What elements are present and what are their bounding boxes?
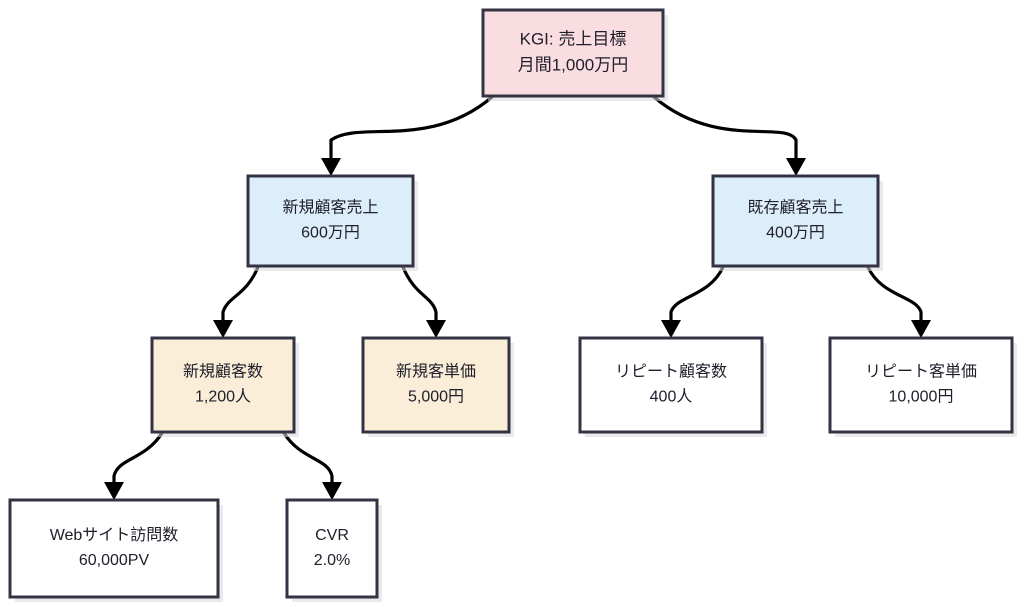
node-new-customer-count[interactable]: 新規顧客数 1,200人	[150, 336, 299, 437]
node-website-visits[interactable]: Webサイト訪問数 60,000PV	[8, 498, 223, 602]
connector-layer	[104, 95, 931, 500]
connector-new-customer-count-to-website-visits	[104, 431, 164, 500]
connector-line	[401, 265, 438, 324]
arrow-head-icon	[911, 320, 931, 338]
connector-existing-customer-revenue-to-repeat-customer-unit-price	[866, 265, 931, 338]
connector-new-customer-count-to-cvr	[282, 431, 342, 500]
node-label-value: 400人	[650, 388, 693, 406]
node-label-value: 5,000円	[408, 389, 464, 406]
node-box[interactable]	[246, 174, 415, 268]
node-label-primary: CVR	[315, 527, 349, 544]
node-label-value: 60,000PV	[79, 552, 150, 569]
node-box[interactable]	[150, 336, 296, 434]
node-label-value: 600万円	[301, 225, 360, 242]
node-cvr[interactable]: CVR 2.0%	[285, 498, 382, 602]
connector-existing-customer-revenue-to-repeat-customer-count	[661, 265, 725, 338]
node-label-value: 1,200人	[195, 388, 251, 406]
connector-new-customer-revenue-to-new-customer-count	[213, 265, 260, 338]
connector-new-customer-revenue-to-new-customer-unit-price	[401, 265, 446, 338]
connector-line	[282, 431, 334, 488]
node-box[interactable]	[8, 498, 220, 599]
node-label-primary: 新規顧客売上	[282, 199, 378, 217]
node-repeat-customer-unit-price[interactable]: リピート客単価 10,000円	[828, 336, 1017, 437]
arrow-head-icon	[426, 320, 446, 338]
node-label-value: 月間1,000万円	[518, 55, 629, 74]
connector-kgi-to-existing-customer-revenue	[652, 95, 806, 176]
node-label-primary: 既存顧客売上	[747, 199, 843, 217]
node-box[interactable]	[711, 174, 880, 268]
node-box[interactable]	[828, 336, 1014, 434]
arrow-head-icon	[213, 320, 233, 338]
arrow-head-icon	[661, 320, 681, 338]
connector-kgi-to-new-customer-revenue	[321, 95, 494, 176]
node-box[interactable]	[285, 498, 379, 599]
node-label-primary: リピート客単価	[865, 363, 977, 381]
node-box[interactable]	[361, 336, 511, 434]
node-label-primary: Webサイト訪問数	[50, 526, 179, 544]
connector-line	[866, 265, 923, 324]
connector-line	[221, 265, 260, 324]
node-repeat-customer-count[interactable]: リピート顧客数 400人	[578, 336, 767, 437]
arrow-head-icon	[786, 158, 806, 176]
arrow-head-icon	[104, 482, 124, 500]
node-label-primary: KGI: 売上目標	[520, 29, 627, 48]
node-label-primary: 新規顧客数	[183, 363, 263, 381]
node-box[interactable]	[578, 336, 764, 434]
node-label-value: 2.0%	[314, 552, 350, 569]
node-existing-customer-revenue[interactable]: 既存顧客売上 400万円	[711, 174, 883, 271]
connector-line	[329, 95, 494, 160]
connector-line	[112, 431, 164, 488]
node-label-primary: 新規客単価	[396, 363, 476, 381]
node-box[interactable]	[481, 8, 665, 98]
node-label-primary: リピート顧客数	[615, 363, 727, 381]
node-new-customer-revenue[interactable]: 新規顧客売上 600万円	[246, 174, 418, 271]
node-new-customer-unit-price[interactable]: 新規客単価 5,000円	[361, 336, 514, 437]
arrow-head-icon	[322, 482, 342, 500]
arrow-head-icon	[321, 158, 341, 176]
node-label-value: 10,000円	[889, 389, 954, 406]
connector-line	[652, 95, 798, 160]
node-label-value: 400万円	[766, 225, 825, 242]
connector-line	[669, 265, 725, 324]
